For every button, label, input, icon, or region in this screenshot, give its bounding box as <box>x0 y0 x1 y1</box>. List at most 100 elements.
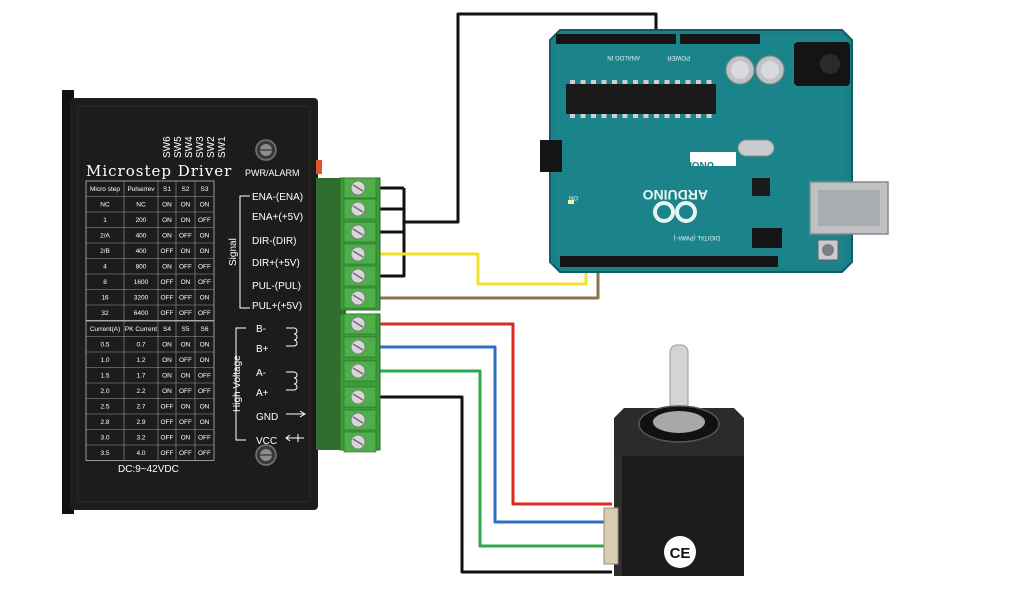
current-cell: OFF <box>161 419 174 426</box>
current-cell: ON <box>181 435 191 442</box>
chip-pin <box>622 80 628 84</box>
pwr-screw <box>255 139 277 161</box>
microstep-cell: 32 <box>101 310 109 317</box>
bottom-screw <box>255 444 277 466</box>
chip-pins <box>570 80 712 118</box>
power-pin-label: A+ <box>256 388 269 399</box>
current-cell: ON <box>162 342 172 349</box>
chip-pin <box>591 80 596 84</box>
wire-coil-red <box>378 322 612 506</box>
current-cell: 0.5 <box>100 342 109 349</box>
chip-pin <box>654 114 659 118</box>
microstep-cell: ON <box>162 233 172 240</box>
chip-pin <box>706 80 712 84</box>
current-cell: OFF <box>179 388 192 395</box>
microstep-cell: ON <box>162 264 172 271</box>
chip-pin <box>580 114 586 118</box>
switch-label: SW2 <box>206 136 217 158</box>
microstep-cell: 8 <box>103 279 107 286</box>
current-cell: 1.0 <box>100 357 109 364</box>
chip-pin <box>633 114 638 118</box>
current-cell: 2.7 <box>136 404 145 411</box>
microstep-cell: ON <box>162 217 172 224</box>
terminal-screw-slot <box>352 250 364 258</box>
hv-bracket <box>235 327 246 441</box>
microstep-cell: 3200 <box>134 295 149 302</box>
microstep-cell: OFF <box>179 264 192 271</box>
chip-pin <box>622 114 628 118</box>
current-cell: 2.9 <box>136 419 145 426</box>
chip-pin <box>643 80 649 84</box>
microstep-header-cell: Micro step <box>90 186 120 193</box>
microstep-cell: OFF <box>161 279 174 286</box>
current-cell: 3.5 <box>100 450 109 457</box>
microstep-cell: ON <box>181 279 191 286</box>
chip-pin <box>664 80 670 84</box>
microstep-cell: ON <box>200 202 210 209</box>
chip-pin <box>591 114 596 118</box>
microstep-cell: OFF <box>198 217 211 224</box>
driver-panel-border <box>77 105 311 503</box>
chip-pin <box>706 114 712 118</box>
signal-pin-label: PUL+(+5V) <box>252 301 302 312</box>
microstep-cell: 800 <box>136 264 147 271</box>
wire-ena-jumper-3 <box>378 209 406 234</box>
chip-pin <box>601 80 607 84</box>
current-cell: OFF <box>179 357 192 364</box>
current-cell: 3.2 <box>136 435 145 442</box>
chip-pin <box>696 80 701 84</box>
chip-pin <box>654 80 659 84</box>
signal-pin-label: ENA-(ENA) <box>252 192 303 203</box>
current-cell: OFF <box>179 450 192 457</box>
high-voltage-label: High Voltage <box>232 355 243 412</box>
chip-pin <box>685 80 691 84</box>
chip-pin <box>570 80 575 84</box>
pwr-led <box>316 160 322 174</box>
icsp-header <box>540 140 562 172</box>
microstep-cell: OFF <box>161 295 174 302</box>
current-cell: OFF <box>161 450 174 457</box>
terminal-screw-slot <box>352 393 364 401</box>
driver-title: Microstep Driver <box>86 162 232 180</box>
microstep-header-cell: S2 <box>182 186 190 193</box>
arduino-infinity-logo <box>653 201 697 223</box>
current-cell: 2.2 <box>136 388 145 395</box>
current-cell: 1.2 <box>136 357 145 364</box>
current-header-cell: S5 <box>182 326 190 333</box>
microstep-cell: OFF <box>179 233 192 240</box>
microstep-cell: NC <box>100 202 110 209</box>
arduino-uno: POWER ANALOG IN DIGITAL (PWM~) ARDUINO <box>540 29 889 273</box>
arduino-model: UNO <box>692 159 714 170</box>
microstep-cell: 1600 <box>134 279 149 286</box>
terminal-screw-slot <box>352 438 364 446</box>
current-cell: 4.0 <box>136 450 145 457</box>
current-cell: 1.7 <box>136 373 145 380</box>
signal-pin-labels: ENA-(ENA)ENA+(+5V)DIR-(DIR)DIR+(+5V)PUL-… <box>252 192 303 312</box>
crystal <box>737 139 775 157</box>
arduino-brand: ARDUINO <box>643 187 708 203</box>
chip-pin <box>633 80 638 84</box>
dc-jack-hole <box>820 54 840 74</box>
microstep-cell: OFF <box>161 310 174 317</box>
dc-voltage-label: DC:9~42VDC <box>118 464 179 475</box>
ce-mark: CE <box>670 545 691 562</box>
icsp-header-2 <box>752 228 782 248</box>
current-cell: ON <box>162 357 172 364</box>
current-cell: ON <box>162 388 172 395</box>
usb-chip <box>752 178 770 196</box>
current-header-cell: Current(A) <box>90 326 120 333</box>
microstep-cell: 400 <box>136 248 147 255</box>
microstep-header-cell: S1 <box>163 186 171 193</box>
pwr-alarm-label: PWR/ALARM <box>245 168 300 178</box>
header-analog-power <box>556 34 676 44</box>
microstep-border <box>85 180 215 321</box>
signal-pin-label: PUL-(PUL) <box>252 281 301 292</box>
switch-label: SW5 <box>173 136 184 158</box>
current-cell: OFF <box>198 373 211 380</box>
terminal-screw-slot <box>352 184 364 192</box>
current-cell: 2.0 <box>100 388 109 395</box>
model-badge <box>690 152 736 166</box>
terminal-screw-slot <box>352 343 364 351</box>
on-led <box>568 200 574 204</box>
